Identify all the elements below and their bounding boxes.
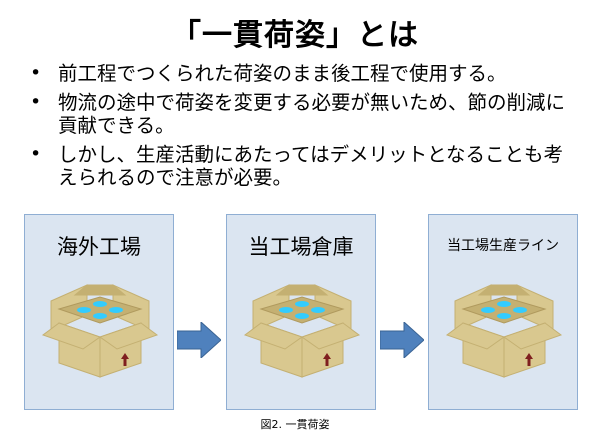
slide-title: 「一貫荷姿」とは — [171, 18, 419, 53]
stage-label: 当工場生産ライン — [447, 238, 559, 254]
open-cardboard-box-icon — [243, 284, 361, 378]
bullet-text: 物流の途中で荷姿を変更する必要が無いため、節の削減に貢献できる。 — [58, 91, 566, 137]
stage-panel-production-line: 当工場生産ライン — [428, 214, 578, 410]
right-arrow-icon — [177, 322, 221, 358]
right-arrow-icon — [380, 322, 424, 358]
stage-panel-overseas-factory: 海外工場 — [24, 214, 174, 410]
bullet-item: • しかし、生産活動にあたってはデメリットとなることも考えられるので注意が必要。 — [30, 143, 575, 189]
figure-caption: 図2. 一貫荷姿 — [260, 418, 330, 431]
open-cardboard-box-icon — [41, 284, 159, 378]
stage-panel-factory-warehouse: 当工場倉庫 — [226, 214, 376, 410]
stage-label: 当工場倉庫 — [248, 235, 354, 259]
bullet-item: • 物流の途中で荷姿を変更する必要が無いため、節の削減に貢献できる。 — [30, 91, 575, 137]
bullet-text: 前工程でつくられた荷姿のまま後工程で使用する。 — [58, 62, 507, 85]
bullet-icon: • — [30, 62, 42, 84]
bullet-list: • 前工程でつくられた荷姿のまま後工程で使用する。 • 物流の途中で荷姿を変更す… — [30, 62, 575, 195]
bullet-icon: • — [30, 91, 42, 113]
bullet-icon: • — [30, 143, 42, 165]
bullet-item: • 前工程でつくられた荷姿のまま後工程で使用する。 — [30, 62, 575, 85]
open-cardboard-box-icon — [445, 284, 563, 378]
bullet-text: しかし、生産活動にあたってはデメリットとなることも考えられるので注意が必要。 — [58, 143, 564, 189]
stage-label: 海外工場 — [57, 235, 141, 259]
